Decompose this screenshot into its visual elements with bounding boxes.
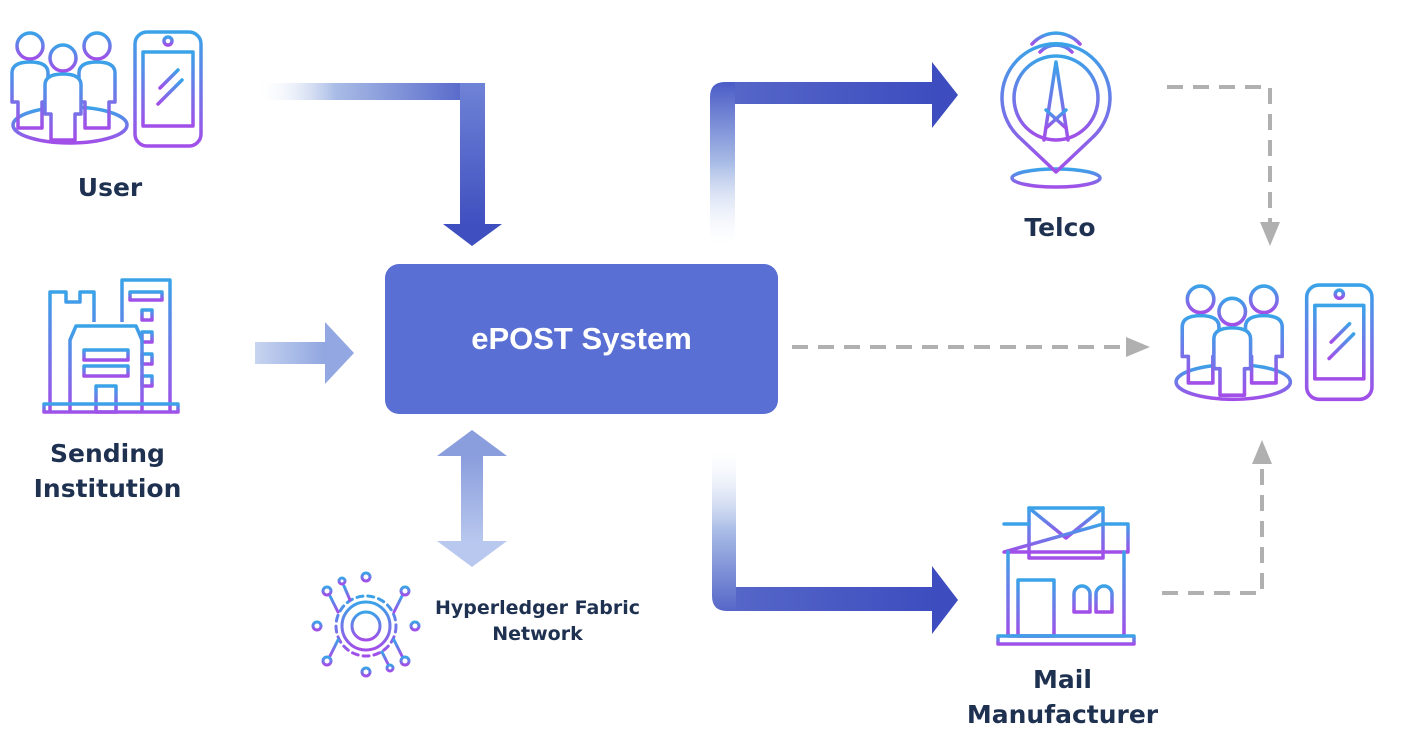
mail-manufacturer-line1: Mail bbox=[1033, 665, 1092, 694]
mail-manufacturer-label: Mail Manufacturer bbox=[955, 662, 1170, 732]
telco-to-recipient-dashed-arrow bbox=[1167, 85, 1280, 246]
mail-to-recipient-dashed-arrow bbox=[1162, 440, 1272, 595]
office-buildings-icon bbox=[42, 278, 180, 414]
system-to-mail-arrow bbox=[712, 450, 958, 634]
user-label: User bbox=[77, 173, 143, 202]
hyperledger-network-line2: Network bbox=[492, 623, 583, 645]
telco-label: Telco bbox=[1024, 213, 1096, 242]
mail-shop-icon bbox=[996, 506, 1136, 646]
epost-system-label: ePOST System bbox=[471, 321, 692, 356]
system-to-telco-arrow bbox=[710, 62, 958, 244]
sending-to-system-arrow bbox=[255, 322, 354, 384]
sending-institution-label: Sending Institution bbox=[20, 436, 195, 506]
sending-institution-line2: Institution bbox=[33, 474, 182, 503]
radio-tower-pin-icon bbox=[1000, 31, 1112, 189]
epost-system-box[interactable]: ePOST System bbox=[385, 264, 778, 414]
hyperledger-network-line1: Hyperledger Fabric bbox=[434, 597, 641, 619]
user-to-system-arrow bbox=[255, 83, 502, 246]
user-group-phone-icon bbox=[10, 30, 203, 148]
system-network-bidirectional-arrow bbox=[437, 430, 507, 567]
network-gear-icon bbox=[311, 571, 421, 678]
sending-institution-line1: Sending bbox=[50, 439, 165, 468]
mail-manufacturer-line2: Manufacturer bbox=[966, 700, 1159, 729]
system-to-recipient-dashed-arrow bbox=[792, 337, 1150, 357]
recipient-users-phone-icon bbox=[1174, 283, 1374, 402]
hyperledger-network-label: Hyperledger Fabric Network bbox=[425, 595, 650, 647]
